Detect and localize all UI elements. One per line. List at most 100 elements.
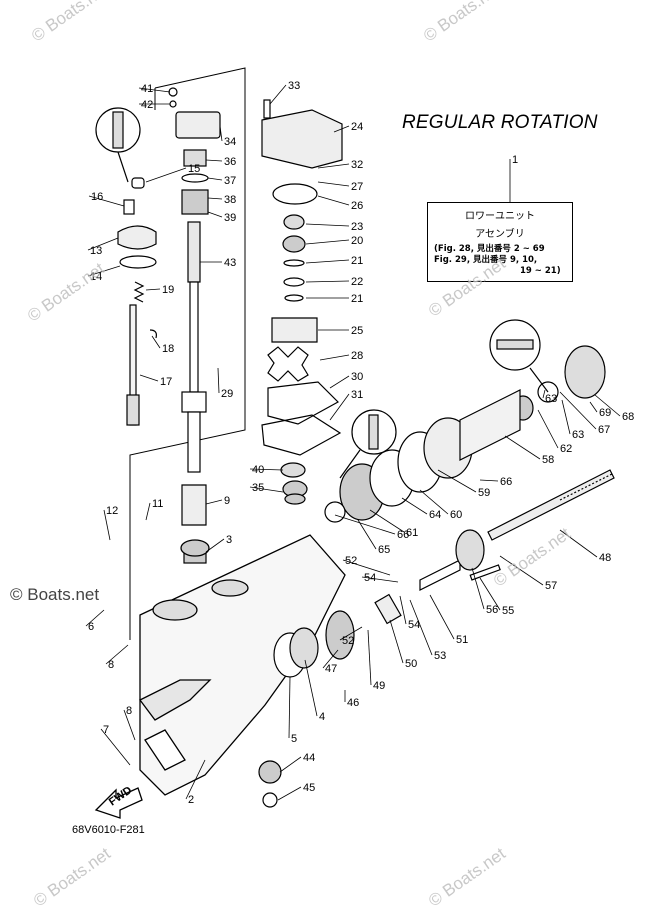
callout-leader [249,468,284,471]
callout-number: 62 [560,443,572,455]
lower-casing [139,534,346,796]
assembly-line-2: アセンブリ [475,229,525,240]
callout-leader [357,519,377,550]
callout-leader [589,401,598,413]
diagram-code: 68V6010-F281 [72,824,145,836]
callout-leader [322,649,339,669]
callout-leader [305,280,350,283]
drive-shaft-assembly [168,87,221,564]
callout-number: 54 [408,619,420,631]
callout-leader [279,756,302,773]
callout-leader [419,489,449,515]
callout-number: 57 [545,580,557,592]
watermark-main: © Boats.net [10,585,100,604]
callout-leader [305,223,350,227]
callout-number: 66 [397,529,409,541]
callout-number: 44 [303,752,315,764]
callout-leader [269,84,287,105]
callout-leader [304,659,318,717]
callout-leader [499,555,544,586]
assembly-line-1: ロワーユニット [465,211,535,222]
callout-number: 65 [378,544,390,556]
callout-leader [342,559,391,576]
callout-number: 56 [486,604,498,616]
callout-leader [219,125,223,142]
callout-leader [537,409,559,449]
callout-number: 7 [103,724,109,736]
callout-leader [317,195,350,206]
callout-number: 45 [303,782,315,794]
callout-leader [369,509,405,533]
callout-leader [504,435,541,460]
callout-number: 21 [351,293,363,305]
callout-leader [559,529,598,558]
callout-number: 61 [406,527,418,539]
callout-number: 4 [319,711,325,723]
callout-leader [205,159,223,162]
callout-number: 36 [224,156,236,168]
callout-leader [471,567,485,610]
callout-leader [288,676,291,739]
callout-leader [305,239,350,245]
callout-leader [389,619,404,664]
callout-number: 13 [90,245,102,257]
callout-number: 22 [351,276,363,288]
callout-leader [87,237,119,251]
callout-number: 27 [351,181,363,193]
callout-leader [339,626,363,641]
callout-number: 37 [224,175,236,187]
callout-leader [409,599,433,656]
gear-set [258,345,606,808]
callout-leader [105,644,129,665]
magnifier-circles [339,319,549,479]
callout-leader [594,394,621,417]
callout-number: 23 [351,221,363,233]
callout-number: 9 [224,495,230,507]
callout-number: 34 [224,136,236,148]
callout-leader [205,499,223,505]
callout-number: 66 [500,476,512,488]
callout-leader [100,728,131,766]
callout-number: 29 [221,388,233,400]
callout-number: 15 [188,163,200,175]
callout-leader [88,195,125,207]
callout-number: 63 [545,393,557,405]
callout-number: 53 [434,650,446,662]
assembly-line-4: Fig. 29, 見出番号 9, 10, [434,255,538,265]
callout-number: 39 [224,212,236,224]
callout-leader [85,609,105,627]
callout-leader [361,576,399,583]
callout-number: 1 [512,154,518,166]
callout-leader [317,163,350,169]
callout-number: 48 [599,552,611,564]
callout-number: 25 [351,325,363,337]
assembly-line-5: 19 ~ 21) [520,266,561,276]
callout-leader [333,125,350,133]
callout-leader [151,335,161,349]
callout-number: 64 [429,509,441,521]
guide-lines [129,67,246,640]
callout-number: 3 [226,534,232,546]
callout-number: 59 [478,487,490,499]
callout-number: 28 [351,350,363,362]
callout-leader [145,288,161,291]
callout-number: 52 [342,635,354,647]
callout-number: 21 [351,255,363,267]
assembly-info-box: ロワーユニット アセンブリ (Fig. 28, 見出番号 2 ~ 69 Fig.… [427,202,573,282]
callout-leader [334,514,396,535]
callout-leader [367,629,372,686]
callout-number: 67 [598,424,610,436]
callout-leader [329,393,350,421]
callout-number: 5 [291,733,297,745]
callout-leader [103,509,111,541]
callout-number: 30 [351,371,363,383]
callout-leader [561,399,571,435]
callout-number: 55 [502,605,514,617]
callout-leader [138,87,171,93]
callout-number: 8 [126,705,132,717]
callout-number: 68 [622,411,634,423]
callout-leader [207,197,223,200]
callout-number: 14 [90,271,102,283]
callout-number: 54 [364,572,376,584]
